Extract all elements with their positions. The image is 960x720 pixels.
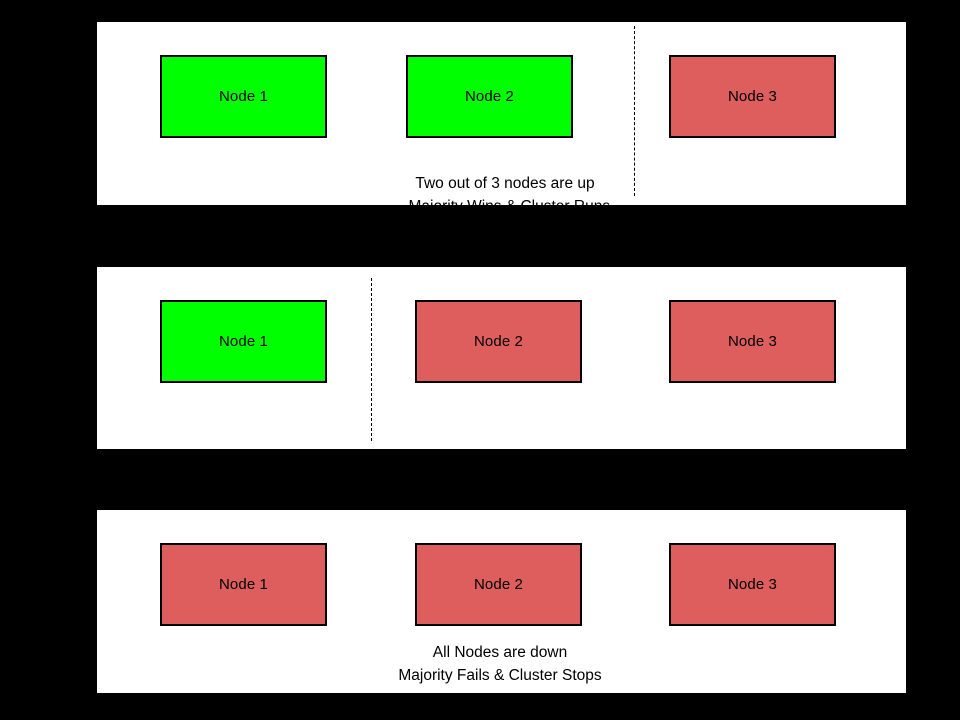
node-label: Node 2 [465, 88, 514, 105]
quorum-divider-2 [371, 278, 372, 441]
node-label: Node 1 [219, 88, 268, 105]
node-box-1-2[interactable]: Node 2 [406, 55, 573, 138]
node-box-1-1[interactable]: Node 1 [160, 55, 327, 138]
node-box-1-3[interactable]: Node 3 [669, 55, 836, 138]
panel-caption-3: All Nodes are down Majority Fails & Clus… [335, 641, 665, 687]
caption-line: Majority Fails & Cluster Stops [380, 691, 584, 708]
node-label: Node 3 [728, 576, 777, 593]
node-box-2-1[interactable]: Node 1 [160, 300, 327, 383]
node-label: Node 2 [474, 333, 523, 350]
node-box-2-2[interactable]: Node 2 [415, 300, 582, 383]
scenario-panel-two-up: Node 1 Node 2 Node 3 Two out of 3 nodes … [97, 22, 906, 215]
caption-line: Two out of 3 nodes are up [415, 175, 595, 192]
scenario-panel-all-down: Node 1 Node 2 Node 3 All Nodes are down … [97, 510, 906, 693]
panel-caption-1: Two out of 3 nodes are up , Majority Win… [340, 172, 670, 218]
node-label: Node 1 [219, 576, 268, 593]
caption-line: , Majority Wins & Cluster Runs [399, 198, 611, 215]
caption-line: All Nodes are down [432, 644, 568, 661]
quorum-divider-1 [634, 26, 635, 196]
node-label: Node 1 [219, 333, 268, 350]
node-label: Node 3 [728, 333, 777, 350]
node-box-3-1[interactable]: Node 1 [160, 543, 327, 626]
node-box-2-3[interactable]: Node 3 [669, 300, 836, 383]
node-box-3-3[interactable]: Node 3 [669, 543, 836, 626]
node-label: Node 2 [474, 576, 523, 593]
scenario-panel-two-down: Node 1 Node 2 Node 3 Two out of 3 nodes … [97, 267, 906, 708]
caption-line: Majority Fails & Cluster Stops [398, 667, 602, 684]
node-label: Node 3 [728, 88, 777, 105]
node-box-3-2[interactable]: Node 2 [415, 543, 582, 626]
